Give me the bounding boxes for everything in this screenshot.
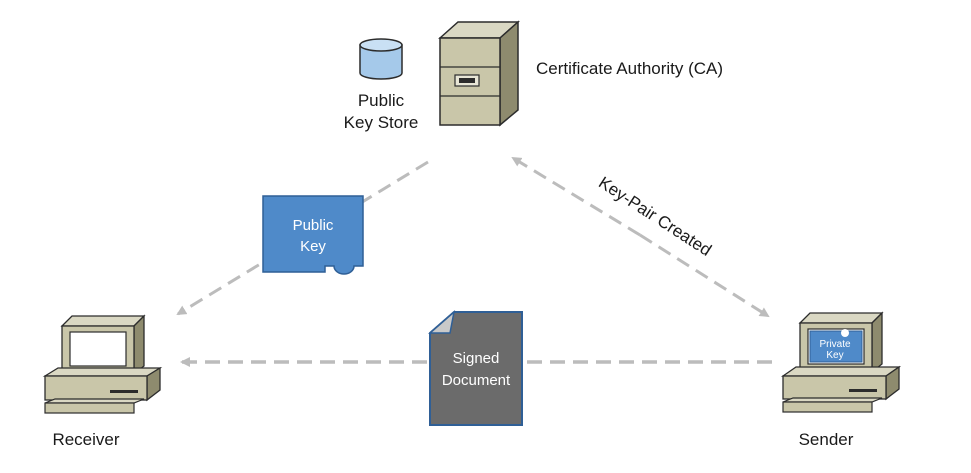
key-pair-label: Key-Pair Created [595,173,715,260]
computer-icon [42,314,163,414]
public-key-label-line2: Key [300,238,326,255]
key-icon [809,329,863,363]
ca-label: Certificate Authority (CA) [536,59,723,78]
private-key-label-line2: Key [826,350,843,361]
public-key-label-line1: Public [293,217,334,234]
public-key-icon [262,195,364,275]
document-icon [428,310,523,426]
signed-doc-label-line1: Signed [453,350,500,367]
keypair-arrow-to-sender [639,233,770,318]
sender-label: Sender [799,430,854,449]
key-store-label-line2: Key Store [344,113,419,132]
receiver-label: Receiver [52,430,119,449]
server-cabinet-icon [438,20,520,127]
keypair-arrow-to-ca [511,156,641,237]
key-store-label-line1: Public [358,91,405,110]
private-key-label-line1: Private [819,339,851,350]
database-icon [359,38,403,80]
keystore-to-receiver-arrow [176,160,429,316]
signed-doc-label-line2: Document [442,372,511,389]
